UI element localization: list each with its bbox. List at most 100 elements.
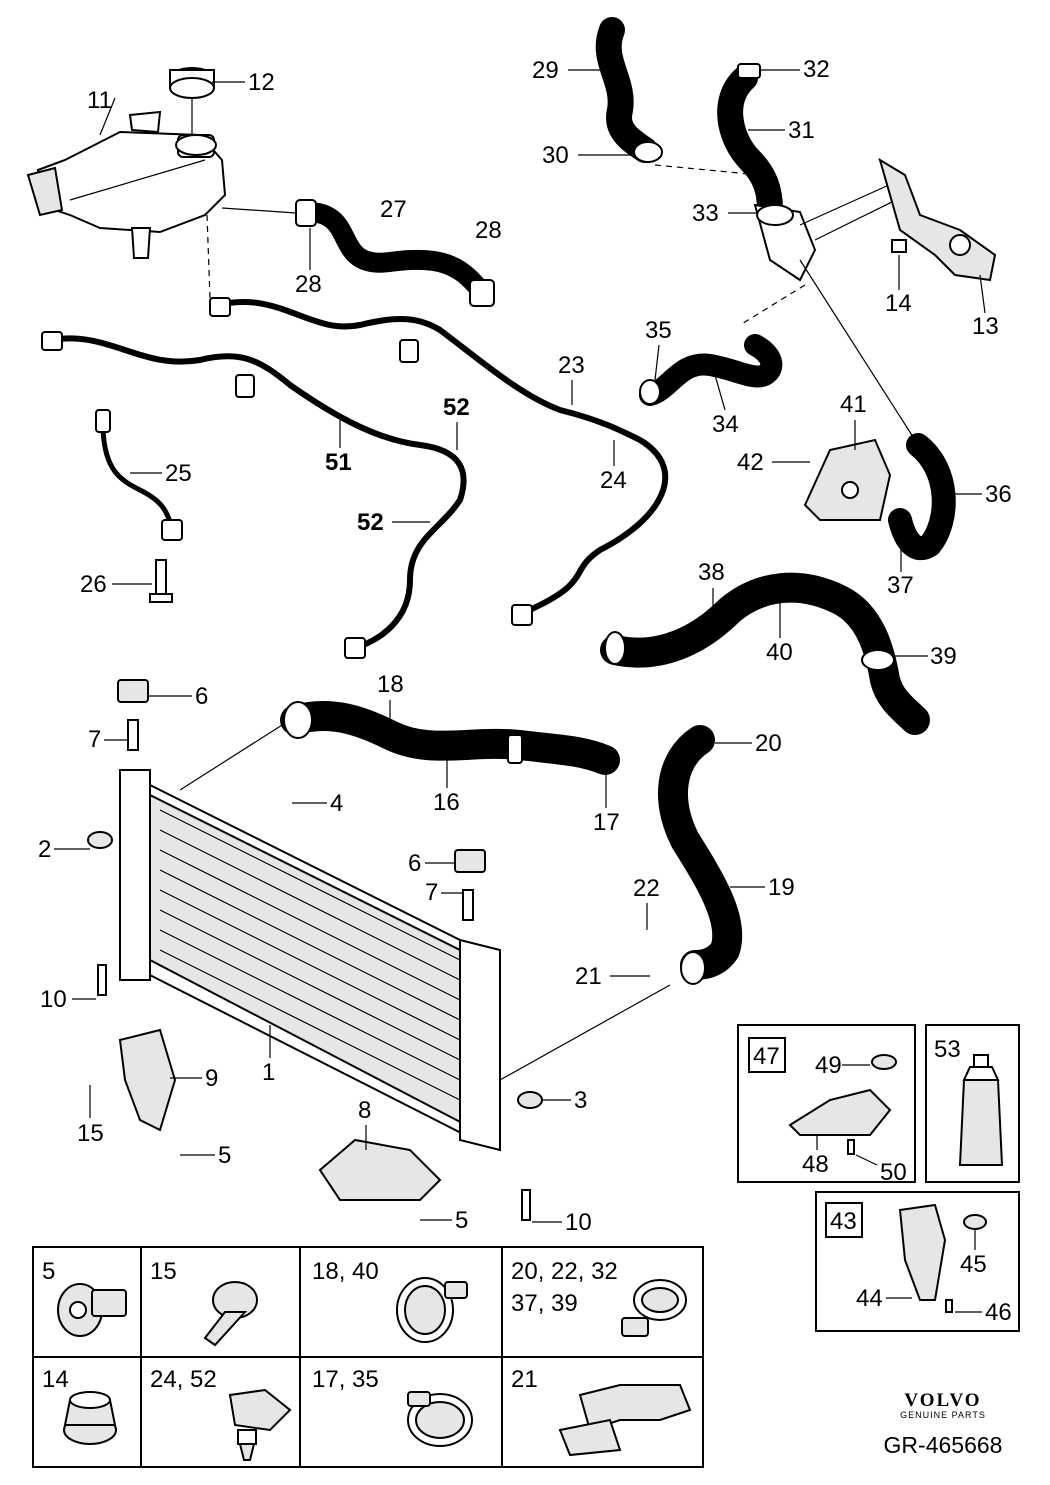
expansion-tank — [26, 110, 227, 259]
kit-47-label: 47 — [753, 1043, 780, 1070]
callout-19: 19 — [768, 874, 795, 901]
hose-19 — [658, 725, 743, 985]
callout-42: 42 — [737, 449, 764, 476]
pipe-23 — [209, 297, 669, 626]
callout-40: 40 — [766, 639, 793, 666]
callout-17: 17 — [593, 809, 620, 836]
bolt-10-left — [97, 964, 107, 996]
mount-6-lower — [454, 849, 486, 873]
callout-13: 13 — [972, 313, 999, 340]
table-cell-14: 14 — [42, 1366, 117, 1445]
radiator — [119, 769, 501, 1152]
callout-26: 26 — [80, 571, 107, 598]
bushing-2 — [87, 831, 113, 849]
callout-3: 3 — [574, 1087, 587, 1114]
callout-18: 18 — [377, 671, 404, 698]
coolant-bottle-icon — [958, 1054, 1004, 1166]
self-tapping-screw-icon — [203, 1281, 258, 1347]
hose-36 — [799, 259, 956, 561]
callout-51: 51 — [325, 449, 352, 476]
callout-22: 22 — [633, 875, 660, 902]
callout-48: 48 — [802, 1151, 829, 1178]
callout-14: 14 — [885, 290, 912, 317]
callout-35: 35 — [645, 317, 672, 344]
bracket-8 — [318, 1138, 442, 1201]
genuine-parts-label: GENUINE PARTS — [900, 1410, 986, 1420]
fluid-label: 53 — [934, 1036, 961, 1063]
callout-28b: 28 — [295, 271, 322, 298]
table-cell-15: 15 — [150, 1258, 258, 1347]
callout-45: 45 — [960, 1251, 987, 1278]
table-cell-24-52: 24, 52 — [150, 1366, 292, 1461]
callout-11: 11 — [87, 87, 112, 114]
temperature-sensor-pipe — [95, 409, 183, 603]
hose-34 — [639, 334, 783, 406]
callout-21: 21 — [575, 963, 602, 990]
callout-25: 25 — [165, 460, 192, 487]
table-cell-18-40: 18, 40 — [312, 1258, 468, 1343]
callout-37: 37 — [887, 572, 914, 599]
callout-41: 41 — [840, 391, 867, 418]
cell-label-21: 21 — [511, 1366, 538, 1393]
cell-label-17-35: 17, 35 — [312, 1366, 379, 1393]
callout-10: 10 — [40, 986, 67, 1013]
table-cell-5: 5 — [42, 1258, 127, 1337]
cell-label-37-39: 37, 39 — [511, 1290, 578, 1317]
cell-label-5: 5 — [42, 1258, 55, 1285]
callout-20: 20 — [755, 730, 782, 757]
pin-7-upper — [127, 719, 139, 751]
callout-23: 23 — [558, 352, 585, 379]
pin-7-lower — [462, 889, 474, 921]
bolt-10-right — [521, 1189, 531, 1221]
band-clamp-icon — [407, 1391, 473, 1447]
kit-43-label: 43 — [830, 1208, 857, 1235]
callout-9: 9 — [205, 1065, 218, 1092]
callout-52: 52 — [443, 394, 470, 421]
hose-clamp-icon — [396, 1277, 468, 1343]
hose-holder-icon — [558, 1384, 692, 1457]
callout-30: 30 — [542, 142, 569, 169]
cell-label-14: 14 — [42, 1366, 69, 1393]
callout-15: 15 — [77, 1120, 104, 1147]
callout-52b: 52 — [357, 509, 384, 536]
callout-16: 16 — [433, 789, 460, 816]
callout-33: 33 — [692, 200, 719, 227]
diagram-reference: GR-465668 — [883, 1432, 1003, 1458]
callout-6b: 6 — [408, 850, 421, 877]
bracket-13 — [878, 157, 997, 282]
table-cell-20-22-32-37-39: 20, 22, 32 37, 39 — [511, 1258, 687, 1337]
callout-27: 27 — [380, 196, 407, 223]
bracket-41 — [803, 438, 892, 521]
callout-24: 24 — [600, 467, 627, 494]
spring-clip-icon — [621, 1279, 687, 1337]
callout-31: 31 — [788, 117, 815, 144]
callout-5b: 5 — [455, 1207, 468, 1234]
kit-box-47: 47 49 48 50 — [737, 1024, 916, 1186]
pipe-51 — [41, 331, 467, 659]
callout-1: 1 — [262, 1059, 275, 1086]
cell-label-24-52: 24, 52 — [150, 1366, 217, 1393]
callout-2: 2 — [38, 836, 51, 863]
table-cell-17-35: 17, 35 — [312, 1366, 473, 1447]
cell-label-20-22-32: 20, 22, 32 — [511, 1258, 618, 1285]
callout-49: 49 — [815, 1052, 842, 1079]
callout-5: 5 — [218, 1142, 231, 1169]
thermostat-housing-33 — [739, 179, 901, 326]
bracket-9 — [118, 1028, 177, 1132]
push-clip-icon — [228, 1388, 292, 1461]
callout-32: 32 — [803, 56, 830, 83]
volvo-logo: VOLVO — [904, 1390, 982, 1411]
callout-6: 6 — [195, 683, 208, 710]
callout-36: 36 — [985, 481, 1012, 508]
callout-labels: 11 12 27 28 28 29 30 32 31 33 14 13 35 3… — [38, 56, 1012, 1236]
callout-7b: 7 — [425, 879, 438, 906]
fastener-table: 5 15 18, 40 20, 22, 32 37, 39 — [32, 1246, 704, 1468]
hose-31 — [717, 63, 783, 223]
hose-38 — [600, 572, 930, 735]
fluid-box-53: 53 — [925, 1024, 1020, 1183]
callout-44: 44 — [856, 1285, 883, 1312]
flange-nut-icon — [63, 1391, 117, 1445]
callout-38: 38 — [698, 559, 725, 586]
callout-8: 8 — [358, 1097, 371, 1124]
